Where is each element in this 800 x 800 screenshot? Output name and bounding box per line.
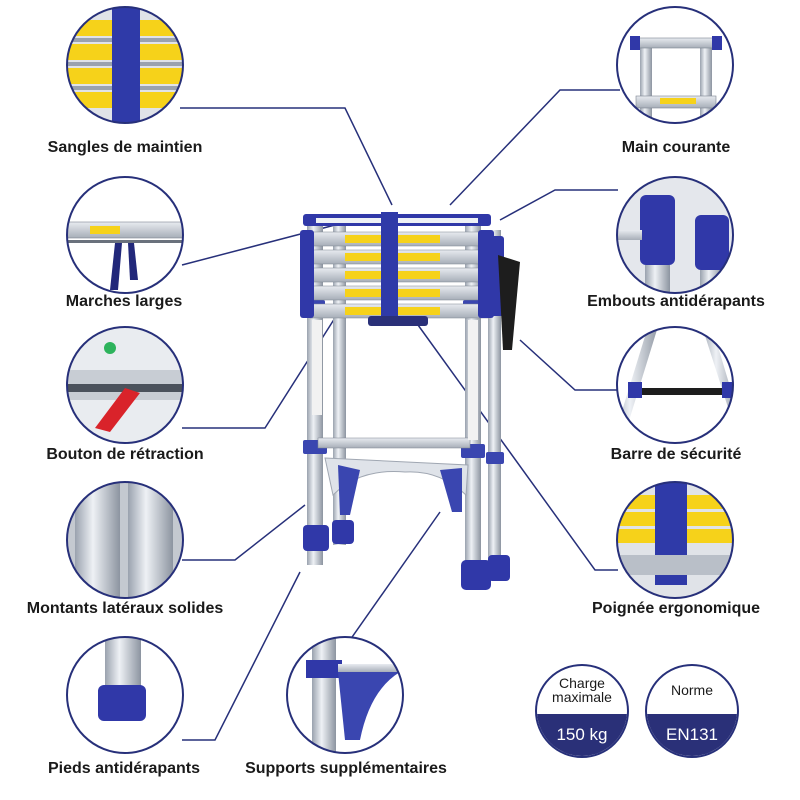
badge-norme-value: EN131 bbox=[647, 714, 737, 756]
badge-norme-title: Norme bbox=[670, 682, 713, 698]
label-poignee: Poignée ergonomique bbox=[591, 600, 761, 617]
detail-circle-poignee bbox=[616, 481, 734, 599]
detail-circle-sangles bbox=[66, 6, 184, 124]
detail-circle-supports bbox=[286, 636, 404, 754]
detail-circle-montants bbox=[66, 481, 184, 599]
badge-charge-title: Charge maximale bbox=[552, 675, 612, 705]
detail-circle-barre bbox=[616, 326, 734, 444]
label-sangles: Sangles de maintien bbox=[47, 139, 203, 156]
detail-circle-marches bbox=[66, 176, 184, 294]
label-montants: Montants latéraux solides bbox=[26, 600, 224, 617]
label-barre: Barre de sécurité bbox=[610, 446, 742, 463]
ladder-illustration bbox=[300, 212, 520, 590]
label-bouton: Bouton de rétraction bbox=[46, 446, 204, 463]
badge-norme: Norme EN131 bbox=[645, 664, 739, 758]
badge-charge-maximale: Charge maximale 150 kg bbox=[535, 664, 629, 758]
detail-circle-pieds bbox=[66, 636, 184, 754]
detail-circle-bouton bbox=[66, 326, 184, 444]
detail-circle-main-courante bbox=[616, 6, 734, 124]
label-embouts: Embouts antidérapants bbox=[587, 293, 765, 310]
label-pieds: Pieds antidérapants bbox=[47, 760, 201, 777]
badge-charge-value: 150 kg bbox=[537, 714, 627, 756]
label-marches: Marches larges bbox=[65, 293, 183, 310]
label-supports: Supports supplémentaires bbox=[245, 760, 447, 777]
connector-lines bbox=[180, 89, 620, 741]
detail-circle-embouts bbox=[616, 176, 734, 294]
label-main-courante: Main courante bbox=[621, 139, 731, 156]
